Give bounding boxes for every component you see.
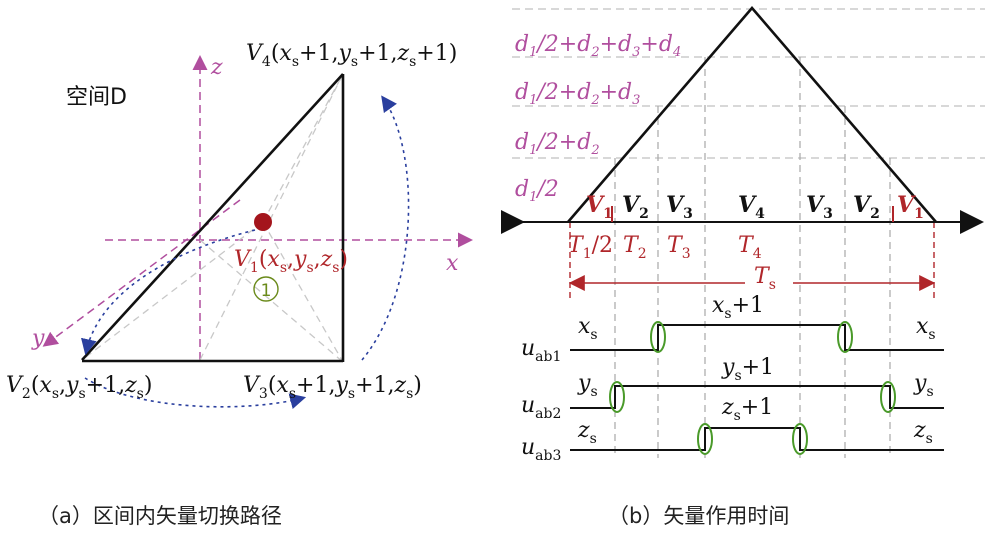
v4-label: V4(xs+1,ys+1,zs+1) [246,41,457,70]
tetrahedron-outline [81,73,345,363]
time-label-t2: T2 [623,233,647,262]
level-label-3: d1/2+d2+d3 [515,80,640,108]
signal-uab3-low-left: zs [577,418,597,447]
signal-uab1-high: xs+1 [712,293,764,322]
signal-uab3-high: zs+1 [721,395,773,424]
v3-label: V3(xs+1,ys+1,zs) [243,373,422,402]
segment-boundaries [614,57,891,458]
level-lines [512,8,985,159]
space-label: 空间D [66,85,127,110]
signal-uab3-name: uab3 [521,435,561,464]
svg-text:1: 1 [261,281,272,301]
signal-uab2-low-right: ys [913,371,934,400]
path-v1-to-v2 [81,229,256,356]
seg-v1-left: V1 [586,192,613,222]
y-axis-label: y [31,326,45,351]
circled-one-marker: 1 [253,276,279,302]
signal-uab1-name: uab1 [521,336,561,365]
signal-uab2: uab2 ys ys+1 ys [521,355,944,422]
time-label-t4: T4 [738,233,762,262]
v2-label: V2(xs,ys+1,zs) [6,373,152,402]
x-axis-label: x [446,251,459,276]
signal-uab2-name: uab2 [521,393,561,422]
y-axis [42,199,241,347]
signal-uab2-low-left: ys [577,371,598,400]
left-panel: 空间D z x y V4(xs+1,ys+1,zs+1) V1(xs,ys,zs… [6,41,473,528]
right-panel: d1/2+d2+d3+d4 d1/2+d2+d3 d1/2+d2 d1/2 V1… [501,6,985,528]
caption-b: （b）矢量作用时间 [608,504,789,528]
seg-v3-left: V3 [666,192,693,222]
v1-label: V1(xs,ys,zs) [234,247,348,276]
level-label-4: d1/2+d2+d3+d4 [515,32,681,60]
signal-uab1-low-left: xs [578,314,598,343]
signal-uab3: uab3 zs zs+1 zs [521,395,944,464]
signal-uab2-high: ys+1 [721,355,774,384]
signal-uab3-low-right: zs [913,418,933,447]
seg-v1-right: V1 [897,192,924,222]
time-label-t3: T3 [667,233,691,262]
v1-point [254,213,272,231]
z-axis-label: z [210,55,223,80]
path-v3-to-v4 [361,95,410,361]
seg-v3-right: V3 [806,192,833,222]
seg-v2-left: V2 [622,192,649,222]
period-label: Ts [754,264,776,293]
level-label-2: d1/2+d2 [515,130,600,158]
signal-uab1-low-right: xs [916,314,936,343]
path-v2-to-v3 [84,377,307,409]
seg-v2-right: V2 [853,192,880,222]
seg-v4: V4 [738,192,765,222]
caption-a: （a）区间内矢量切换路径 [38,504,282,528]
level-label-1: d1/2 [515,177,559,205]
signal-uab1: uab1 xs xs+1 xs [521,293,944,365]
inner-edges [81,73,344,363]
triangle-carrier [567,6,937,223]
time-label-t1-half: T1/2 [568,233,613,262]
